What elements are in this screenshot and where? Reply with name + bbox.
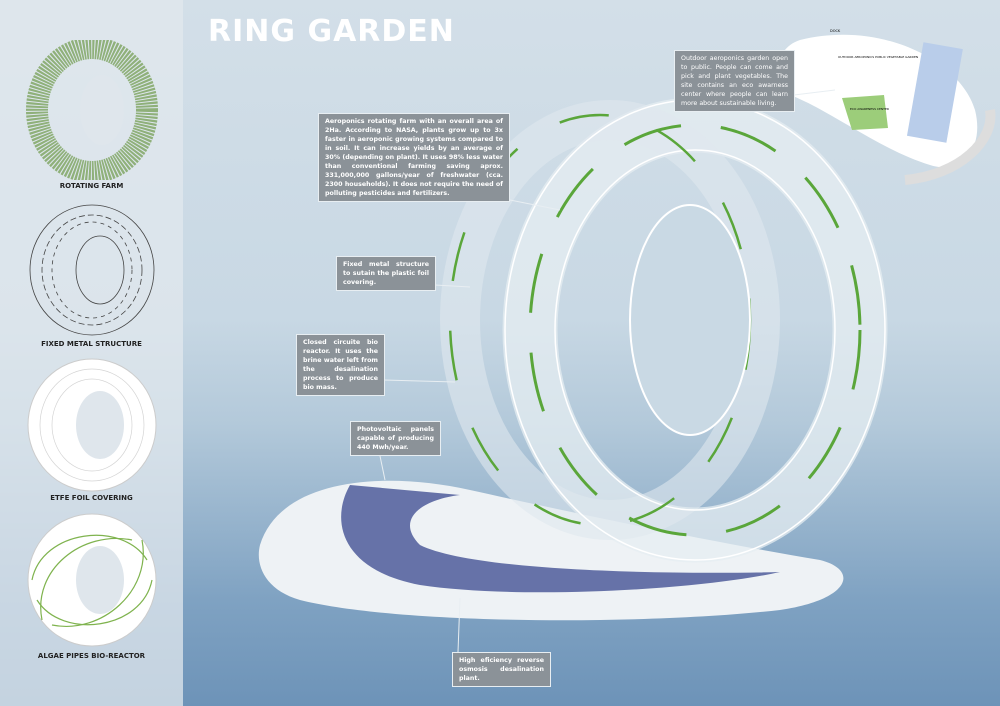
components-panel: ROTATING FARM FIXED METAL STRUCTURE ETFE… — [0, 0, 183, 706]
garden-label: OUTDOOR AEROPONICS PUBLIC VEGETABLE GARD… — [838, 55, 918, 59]
callout-bio-reactor: Closed circuite bio reactor. It uses the… — [296, 334, 385, 396]
callout-metal-structure: Fixed metal structure to sutain the plas… — [336, 256, 436, 291]
callout-outdoor-garden: Outdoor aeroponics garden open to public… — [674, 50, 795, 112]
rotating-farm-icon — [26, 40, 158, 180]
eco-center-label: ECO AWARENESS CENTER — [850, 107, 889, 111]
component-label: FIXED METAL STRUCTURE — [41, 340, 142, 348]
algae-pipes-icon — [27, 513, 157, 647]
ring-structure — [440, 97, 888, 563]
metal-structure-icon — [29, 204, 155, 336]
site-plan: DOCK OUTDOOR AEROPONICS PUBLIC VEGETABLE… — [777, 29, 996, 185]
page-title: RING GARDEN — [208, 14, 455, 49]
component-label: ROTATING FARM — [59, 182, 124, 190]
component-label: ETFE FOIL COVERING — [50, 494, 133, 502]
dock-label: DOCK — [830, 29, 841, 33]
callout-desalination: High eficiency reverse osmosis desalinat… — [452, 652, 551, 687]
callout-rotating-farm: Aeroponics rotating farm with an overall… — [318, 113, 510, 202]
etfe-foil-icon — [27, 358, 157, 492]
component-label: ALGAE PIPES BIO-REACTOR — [37, 652, 146, 660]
callout-photovoltaic: Photovoltaic panels capable of producing… — [350, 421, 441, 456]
photovoltaic-strip — [341, 485, 780, 593]
